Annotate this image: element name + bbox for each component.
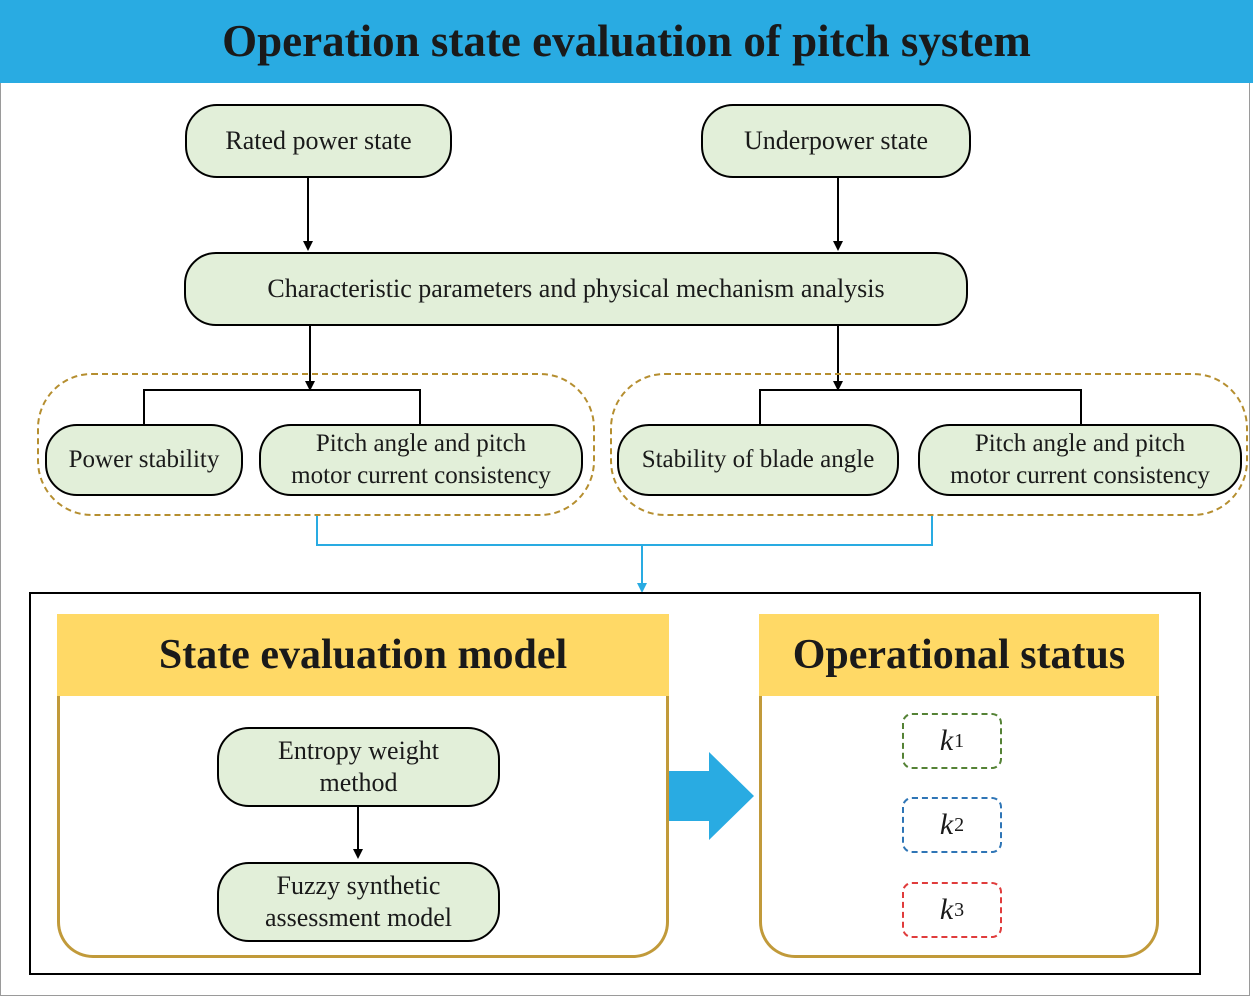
status-k3-sub: 3 [954,898,965,921]
entropy-weight-line2: method [319,768,398,797]
underpower-state-label: Underpower state [743,126,929,155]
operational-status-title: Operational status [792,632,1126,678]
fuzzy-assessment-line2: assessment model [264,903,453,932]
entropy-weight-line1: Entropy weight [277,736,440,765]
state-evaluation-header: State evaluation model [57,614,669,696]
blade-angle-stability-node: Stability of blade angle [617,424,899,496]
title-banner [0,0,1253,83]
power-stability-node: Power stability [45,424,243,496]
status-k1-letter: k [939,724,954,757]
rated-power-state-label: Rated power state [225,126,412,155]
diagram-title: Operation state evaluation of pitch syst… [222,16,1031,66]
underpower-state-node: Underpower state [701,104,971,178]
status-k2-sub: 2 [954,813,965,836]
state-evaluation-title: State evaluation model [158,632,568,678]
entropy-weight-node: Entropy weight method [217,727,500,807]
fuzzy-assessment-node: Fuzzy synthetic assessment model [217,862,500,942]
right-feature-group [610,373,1248,516]
big-flow-arrow [668,752,754,840]
status-k3-letter: k [939,893,954,926]
right-pitch-consistency-node: Pitch angle and pitch motor current cons… [918,424,1242,496]
bracket-left-group [143,389,421,424]
power-stability-label: Power stability [68,446,220,473]
status-k2-letter: k [939,808,954,841]
left-pitch-consistency-node: Pitch angle and pitch motor current cons… [259,424,583,496]
left-feature-group [37,373,595,516]
left-pitch-consistency-line1: Pitch angle and pitch [315,430,527,457]
state-evaluation-panel [57,696,669,958]
model-frame [29,592,1201,975]
status-k1-sub: 1 [954,729,965,752]
operational-status-header: Operational status [759,614,1159,696]
operational-status-panel [759,696,1159,958]
left-pitch-consistency-line2: motor current consistency [291,462,551,489]
blade-angle-stability-label: Stability of blade angle [641,446,875,473]
analysis-label: Characteristic parameters and physical m… [267,274,885,303]
right-pitch-consistency-line1: Pitch angle and pitch [974,430,1186,457]
rated-power-state-node: Rated power state [185,104,452,178]
fuzzy-assessment-line1: Fuzzy synthetic [276,871,441,900]
blue-merge-connector [316,515,933,546]
analysis-node: Characteristic parameters and physical m… [184,252,968,326]
right-pitch-consistency-line2: motor current consistency [950,462,1210,489]
bracket-right-group [759,389,1082,424]
